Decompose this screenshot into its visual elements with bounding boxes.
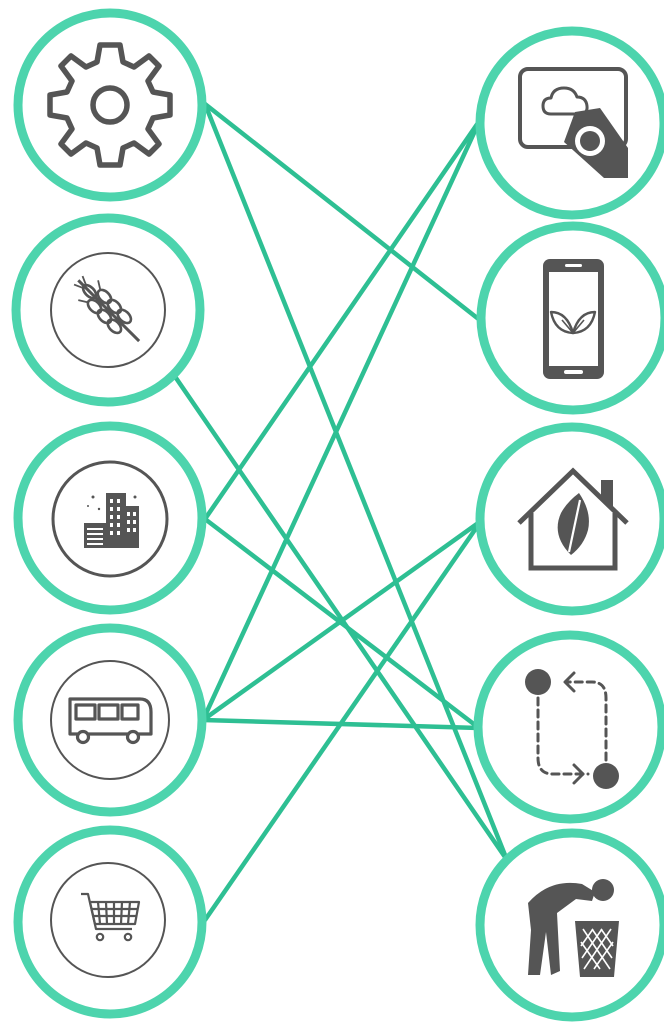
connector-settings-waste xyxy=(202,101,510,863)
connector-city-workflow xyxy=(202,516,482,731)
cloud-tag-icon xyxy=(518,67,628,178)
node-retail[interactable] xyxy=(13,825,207,1019)
recycling-person-icon xyxy=(528,879,619,977)
node-workflow[interactable] xyxy=(473,630,664,824)
icon-frame xyxy=(51,460,169,578)
wheat-icon xyxy=(73,275,141,343)
connector-retail-green-home xyxy=(202,518,484,923)
node-settings[interactable] xyxy=(13,8,207,202)
node-eco-phone[interactable] xyxy=(476,221,664,415)
smart-city-icon xyxy=(84,493,139,548)
connector-city-cloud-device xyxy=(202,117,483,522)
node-cloud-device[interactable] xyxy=(475,26,664,220)
node-agriculture[interactable] xyxy=(11,213,205,407)
connector-transport-green-home xyxy=(200,518,484,723)
gear-icon xyxy=(47,42,173,168)
shopping-cart-icon xyxy=(81,892,141,942)
icon-frame xyxy=(50,252,166,368)
node-city[interactable] xyxy=(13,421,207,615)
connector-transport-cloud-device xyxy=(200,117,483,723)
eco-phone-icon xyxy=(543,259,604,379)
connectors xyxy=(173,101,510,923)
workflow-icon xyxy=(525,669,619,789)
connector-settings-eco-phone xyxy=(202,101,484,324)
icon-frame xyxy=(50,862,166,978)
eco-house-icon xyxy=(517,467,629,571)
bus-icon xyxy=(68,697,153,745)
node-transport[interactable] xyxy=(13,623,207,817)
nodes xyxy=(11,8,664,1022)
node-waste[interactable] xyxy=(475,828,664,1022)
icon-frame xyxy=(50,660,170,780)
node-green-home[interactable] xyxy=(475,422,664,616)
